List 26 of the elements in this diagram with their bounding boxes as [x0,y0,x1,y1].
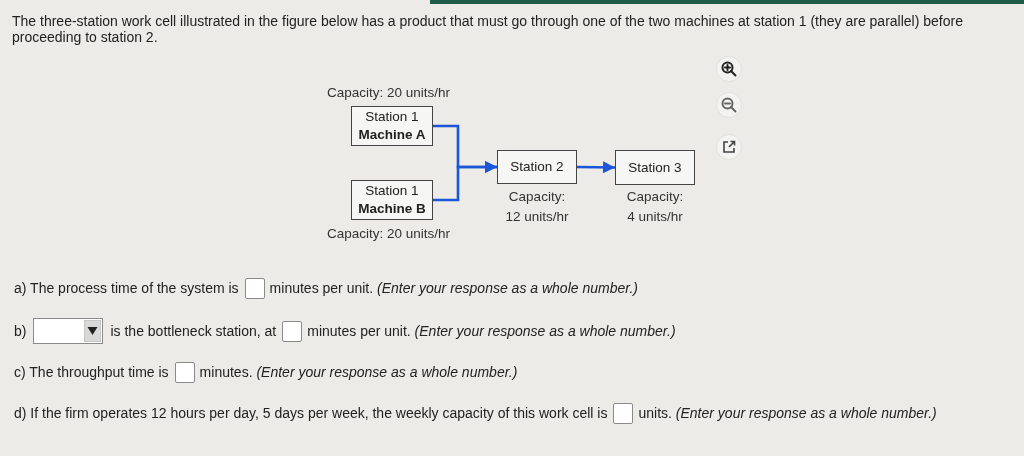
problem-statement: The three-station work cell illustrated in the figure below has a product that must go through one of the two machines at station 1 (they are parallel) before proceeding to station 2. [12,13,964,45]
question-text: d) If the firm operates 12 hours per day, 5 days per week, the weekly capacity of this work cell is [14,405,608,421]
question-text: c) The throughput time is [14,364,169,380]
question-text: is the bottleneck station, at [110,323,277,339]
station-label: Station 1 [365,182,419,200]
station-box [615,150,695,185]
station-label: Station 1 [365,108,419,126]
question-text: units. (Enter your response as a whole number.) [638,405,937,421]
capacity-label: Capacity: 4 units/hr [625,188,685,226]
capacity-label: Capacity: 20 units/hr [327,84,451,102]
station-box [351,106,433,146]
arrow [577,161,615,174]
question-letter: b) [14,323,27,339]
question-text: minutes per unit. (Enter your response as a whole number.) [307,323,676,339]
question-text: a) The process time of the system is [14,280,239,296]
station-label: Station 2 [510,158,564,176]
machine-label: Machine B [358,200,426,218]
capacity-label: Capacity: 12 units/hr [505,188,569,226]
machine-label: Machine A [358,126,426,144]
station-box [497,150,577,184]
station-box [351,180,433,220]
arrow [433,161,497,202]
capacity-label: Capacity: 20 units/hr [327,225,451,243]
station-label: Station 3 [628,158,682,177]
question-text: minutes. (Enter your response as a whole number.) [199,364,518,380]
question-text: minutes per unit. (Enter your response as a whole number.) [269,280,638,296]
